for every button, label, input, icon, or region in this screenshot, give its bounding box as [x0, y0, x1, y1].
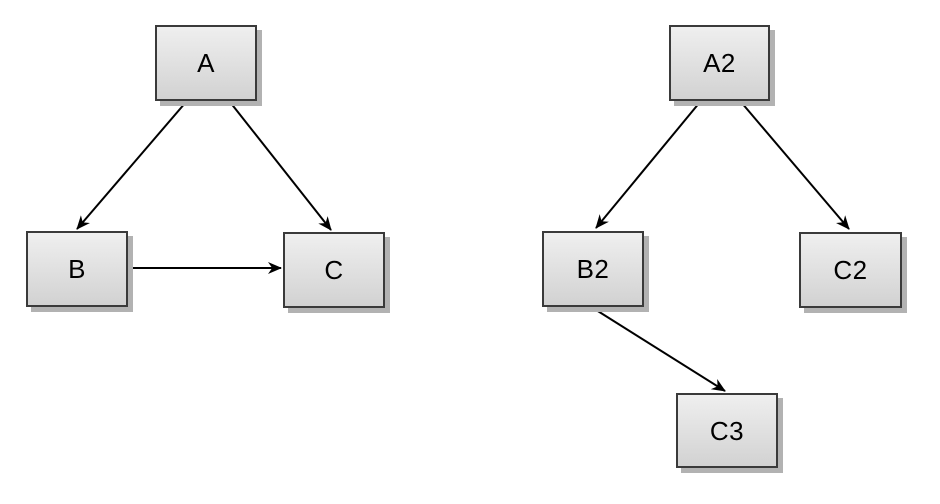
node-A-label: A: [197, 48, 215, 78]
edge-A2-B2: [595, 101, 701, 229]
node-C2-label: C2: [833, 255, 868, 285]
node-B2-label: B2: [576, 254, 610, 284]
node-C-label: C: [324, 255, 344, 285]
node-C2: C2: [799, 232, 902, 308]
node-C3: C3: [676, 393, 778, 468]
edge-A2-C2: [740, 101, 850, 230]
node-A2: A2: [669, 25, 770, 101]
edges-group: [76, 101, 850, 392]
node-B2: B2: [542, 231, 644, 307]
node-C3-label: C3: [709, 415, 745, 446]
edge-A-B: [76, 101, 187, 230]
edge-A-C: [229, 101, 332, 231]
edge-B2-C3: [592, 307, 726, 392]
node-B-label: B: [68, 254, 86, 284]
node-A: A: [155, 25, 257, 101]
node-C: C: [283, 232, 385, 308]
node-A2-label: A2: [703, 48, 736, 78]
node-B: B: [26, 231, 128, 307]
